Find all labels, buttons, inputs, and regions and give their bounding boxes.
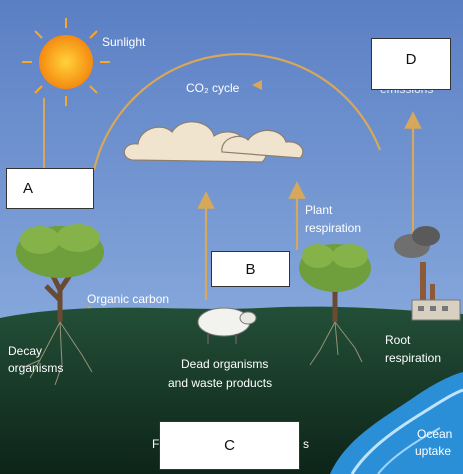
plant-respiration-label-line1: Plant	[305, 203, 333, 217]
ground	[0, 306, 463, 474]
decay-organisms-label-line2: organisms	[8, 361, 64, 375]
dead-organisms-label-line2: and waste products	[168, 376, 273, 390]
fossil-label-partial-right: s	[303, 437, 309, 451]
cloud-icon	[123, 121, 304, 163]
root-respiration-label-line1: Root	[385, 333, 411, 347]
answer-box-d[interactable]: D	[371, 38, 451, 90]
answer-box-a[interactable]: A	[6, 168, 94, 209]
plant-respiration-label-line2: respiration	[305, 221, 362, 235]
ocean-uptake-label-line1: Ocean	[417, 427, 453, 441]
co2-cycle-label: CO₂ cycle	[186, 81, 240, 95]
sun-icon	[22, 18, 110, 106]
dead-organisms-label-line1: Dead organisms	[181, 357, 269, 371]
right-tree-icon	[299, 244, 371, 366]
factory-icon	[394, 226, 461, 321]
ocean-uptake-label-line2: uptake	[415, 444, 452, 458]
fossil-label-partial-left: F	[152, 437, 160, 451]
ocean	[330, 372, 463, 474]
sheep-icon	[197, 307, 257, 344]
answer-box-c[interactable]: C	[159, 421, 300, 470]
decay-organisms-label-line1: Decay	[8, 344, 43, 358]
cycle-arrowhead-top	[252, 80, 262, 90]
sunlight-label: Sunlight	[102, 35, 146, 49]
emissions-label-partial: emissions	[380, 88, 433, 96]
root-respiration-label-line2: respiration	[385, 351, 442, 365]
organic-carbon-label: Organic carbon	[87, 292, 170, 306]
answer-box-b[interactable]: B	[211, 251, 290, 287]
left-tree-icon	[16, 224, 104, 386]
